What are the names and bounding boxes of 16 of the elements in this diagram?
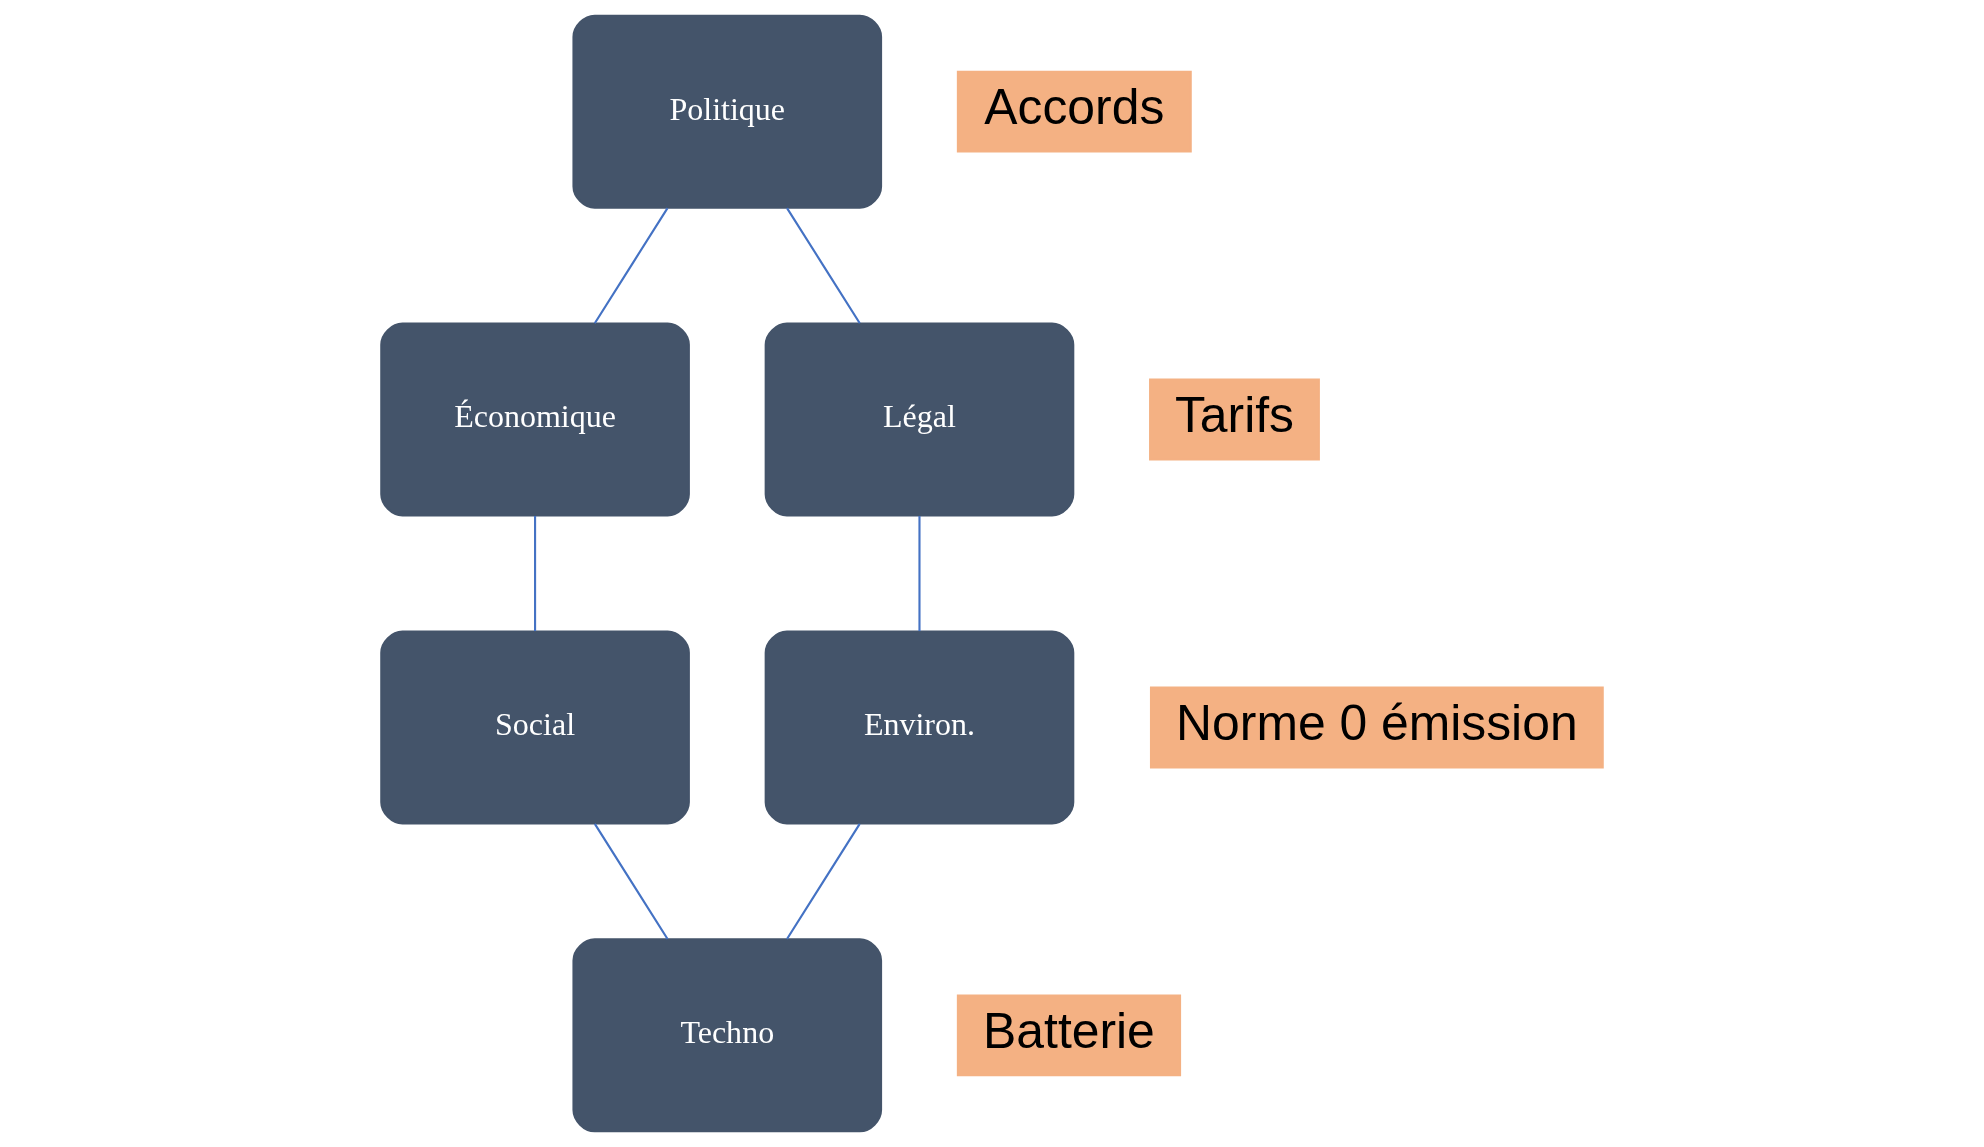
connector xyxy=(918,515,921,632)
node-box: Politique xyxy=(572,14,883,209)
node-box: Techno xyxy=(572,938,883,1133)
node-box: Norme 0 émission xyxy=(1149,686,1604,769)
node-box: Environ. xyxy=(764,630,1075,825)
connector xyxy=(786,207,861,324)
connector xyxy=(534,515,537,632)
connector xyxy=(593,207,669,324)
node-box: Batterie xyxy=(956,994,1182,1077)
node-box: Économique xyxy=(380,322,690,517)
node-box: Légal xyxy=(764,322,1075,517)
node-box: Accords xyxy=(956,70,1192,153)
connector xyxy=(593,823,669,940)
node-box: Social xyxy=(380,630,690,825)
connector xyxy=(786,823,861,940)
node-box: Tarifs xyxy=(1149,378,1320,461)
